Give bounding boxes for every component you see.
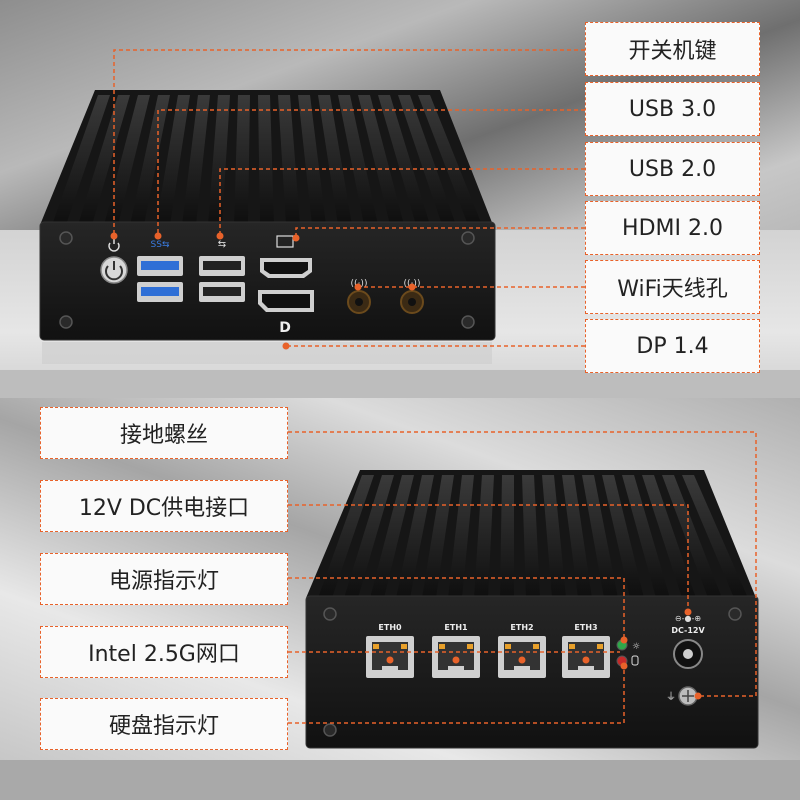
rear-device: ETH0 ETH1 ETH2 ETH3 ☼ ⊖-●-⊕ DC-12V ⏚ — [305, 470, 759, 749]
wifi-antenna-holes — [347, 290, 424, 314]
callout-hdmi: HDMI 2.0 — [585, 201, 760, 255]
leader-dots — [110, 232, 702, 700]
dc-jack — [673, 639, 703, 669]
power-button — [100, 256, 128, 284]
callout-usb2: USB 2.0 — [585, 142, 760, 196]
ethernet-ports — [366, 636, 610, 678]
usb2-icon: ⇆ — [218, 239, 226, 250]
callout-usb3: USB 3.0 — [585, 82, 760, 136]
ground-icon: ⏚ — [666, 691, 676, 703]
usb3-icon: SS⇆ — [151, 240, 170, 250]
dp-icon: D — [279, 320, 291, 336]
callout-ground-screw: 接地螺丝 — [40, 407, 288, 459]
dc-polarity-icon: ⊖-●-⊕ — [675, 614, 701, 623]
callout-dc-power: 12V DC供电接口 — [40, 480, 288, 532]
eth1-label: ETH1 — [444, 623, 468, 632]
usb2-ports — [199, 256, 245, 302]
hdmi-port — [260, 258, 312, 278]
callout-lan: Intel 2.5G网口 — [40, 626, 288, 678]
ground-screw — [678, 686, 698, 706]
front-heatsink-fins — [52, 95, 482, 225]
callout-power-button: 开关机键 — [585, 22, 760, 76]
callout-wifi-antenna: WiFi天线孔 — [585, 260, 760, 314]
section-divider — [0, 370, 800, 398]
dp-port — [258, 290, 314, 312]
disk-icon — [631, 655, 639, 666]
callout-power-led: 电源指示灯 — [40, 553, 288, 605]
callout-dp: DP 1.4 — [585, 319, 760, 373]
callout-hdd-led: 硬盘指示灯 — [40, 698, 288, 750]
front-device: SS⇆ ⇆ D ((·)) ((·)) — [39, 90, 496, 364]
eth0-label: ETH0 — [378, 623, 402, 632]
usb3-ports — [137, 256, 183, 302]
dc-label: DC-12V — [671, 626, 705, 635]
light-icon: ☼ — [632, 642, 640, 652]
leader-lines — [113, 49, 757, 724]
bottom-floor — [0, 760, 800, 800]
hdmi-icon — [276, 235, 294, 248]
eth3-label: ETH3 — [574, 623, 597, 632]
eth2-label: ETH2 — [510, 623, 533, 632]
